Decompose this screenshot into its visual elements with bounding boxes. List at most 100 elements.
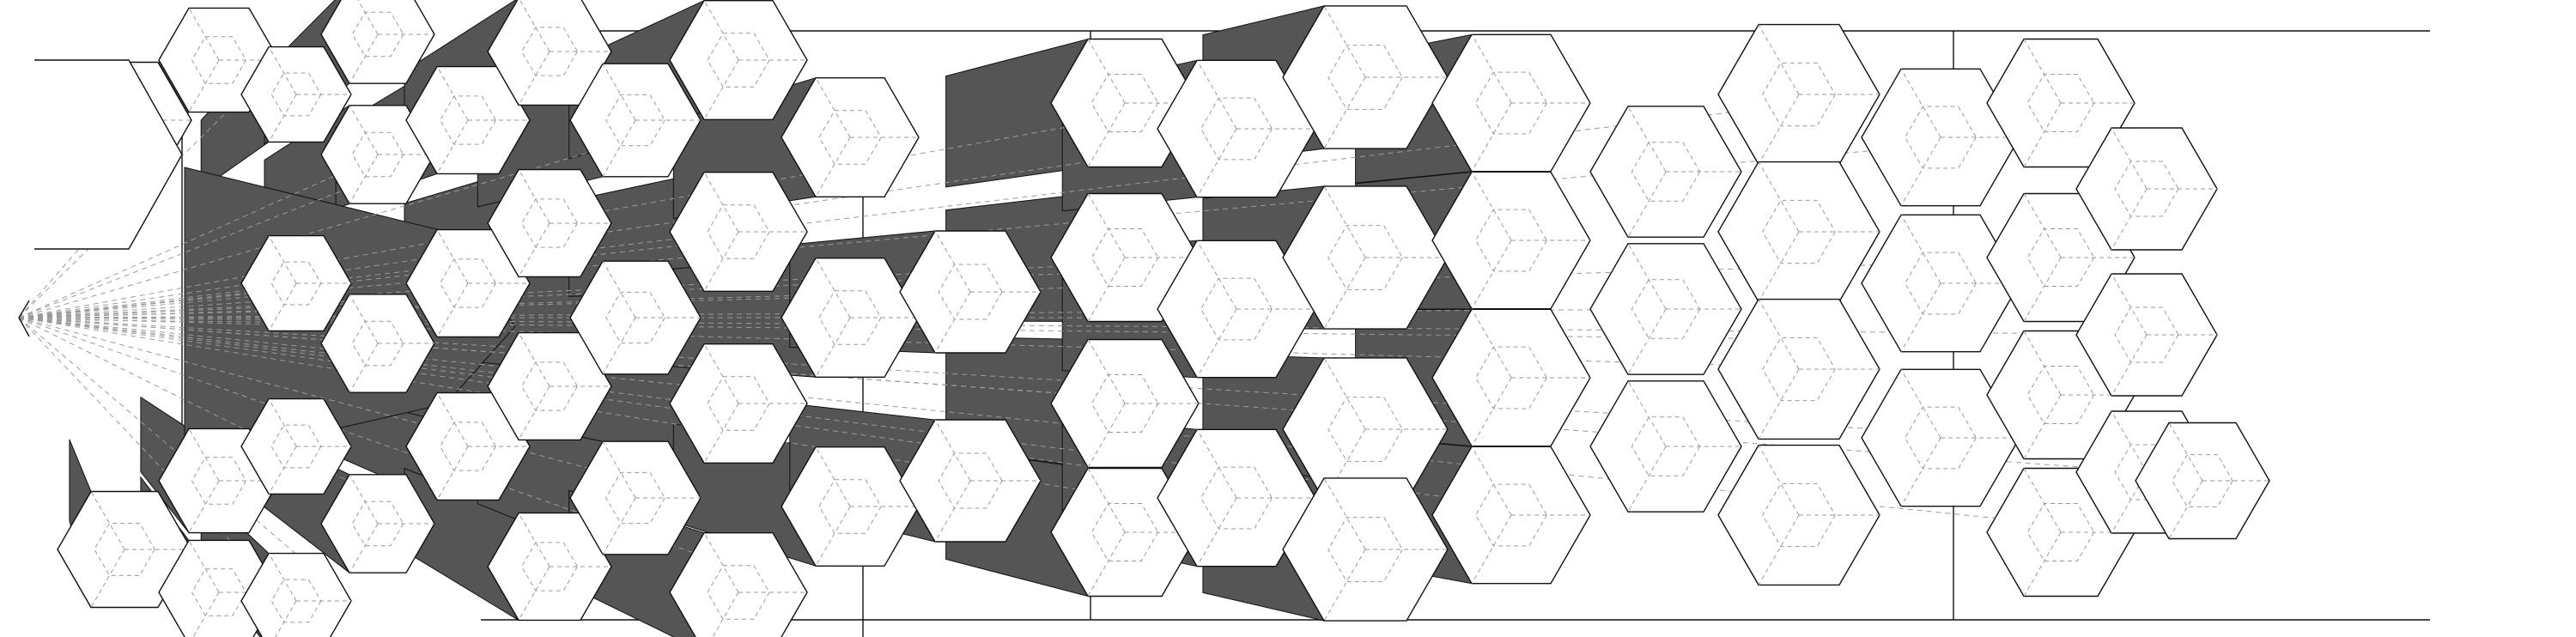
hexagon-11-inner <box>351 320 404 367</box>
hexagon-54-spoke-2 <box>1900 136 1941 206</box>
hexagon-9-inner <box>351 11 404 58</box>
hexagon-29-spoke-4 <box>815 446 851 507</box>
hexagon-5-inner <box>270 72 322 117</box>
hexagon-64-spoke-2 <box>2168 480 2203 539</box>
hexagon-25-spoke-2 <box>703 403 739 464</box>
hexagon-62-inner <box>2114 306 2179 363</box>
hexagon-9 <box>320 0 435 84</box>
hexagon-51-inner <box>1762 199 1836 264</box>
hexagon-19-spoke-2 <box>518 566 550 621</box>
hexagon-62-spoke-2 <box>2111 334 2148 397</box>
hexagon-26-inner <box>707 565 770 620</box>
hexagon-8 <box>240 552 352 637</box>
hexagon-56-spoke-4 <box>1900 369 1941 439</box>
hexagon-8-inner <box>270 579 322 623</box>
hexagon-54-inner <box>1905 106 1977 169</box>
hexagon-37-spoke-2 <box>1196 308 1237 378</box>
hexagon-29-spoke-2 <box>815 506 851 567</box>
hexagon-16-spoke-4 <box>519 0 550 52</box>
hexagon-12-inner <box>351 500 404 547</box>
hexagon-1-spoke-2 <box>90 549 125 608</box>
hexagon-36-inner <box>1200 97 1273 161</box>
hexagon-14-inner <box>440 258 496 308</box>
hexagon-10-spoke-4 <box>349 105 379 155</box>
hexagon-26-spoke-4 <box>703 532 739 593</box>
hexagon-39-spoke-4 <box>1323 5 1366 78</box>
hexagon-53-spoke-4 <box>1758 445 1800 516</box>
hexagon-18-inner <box>521 361 578 411</box>
hexagon-30-inner <box>938 264 1003 320</box>
hexagon-14-spoke-4 <box>436 229 469 284</box>
hexagon-29-inner <box>818 479 882 534</box>
hexagon-57-inner <box>2026 74 2095 132</box>
hexagon-55-spoke-2 <box>1900 282 1941 352</box>
hexagon-16-spoke-2 <box>518 51 550 106</box>
hexagon-52-spoke-4 <box>1758 299 1800 370</box>
hexagon-12-spoke-2 <box>349 523 379 573</box>
hexagon-45-spoke-4 <box>1471 309 1512 379</box>
hexagon-12-spoke-4 <box>349 474 379 525</box>
hexagon-63-spoke-4 <box>2111 410 2148 473</box>
hexagon-35-inner <box>1091 503 1159 561</box>
hexagon-36-spoke-2 <box>1196 128 1237 197</box>
hexagon-31-spoke-2 <box>934 480 971 543</box>
construction-line-32 <box>18 102 1200 318</box>
hexagon-27-inner <box>818 110 882 165</box>
hexagon-48-inner <box>1631 279 1701 339</box>
construction-line-62 <box>18 317 2218 336</box>
hexagon-17-inner <box>521 198 578 248</box>
hexagon-2-spoke-2 <box>188 59 220 112</box>
hexagon-49-inner <box>1631 416 1701 476</box>
hexagon-47-spoke-2 <box>1627 171 1667 238</box>
hexagon-3-inner <box>191 457 247 505</box>
hexagon-22-inner <box>605 471 665 525</box>
construction-line-12 <box>18 317 435 525</box>
hexagon-51-spoke-2 <box>1758 231 1800 302</box>
hexagon-42-inner <box>1327 517 1403 582</box>
hexagon-59-inner <box>2026 366 2095 424</box>
hexagon-56-inner <box>1905 406 1977 470</box>
hexagon-24-spoke-2 <box>703 231 739 292</box>
hexagon-45-spoke-2 <box>1471 377 1512 446</box>
hexagon-61-spoke-2 <box>2111 188 2148 251</box>
hexagon-24-inner <box>707 204 770 259</box>
hexagon-4-inner <box>191 568 247 616</box>
hexagon-49-spoke-4 <box>1627 380 1667 447</box>
hexagon-31-spoke-4 <box>934 419 971 482</box>
hexagon-7-spoke-2 <box>268 446 297 494</box>
hexagon-21-spoke-4 <box>602 260 636 318</box>
hexagon-23-spoke-4 <box>703 0 739 61</box>
hexagon-14-spoke-2 <box>436 282 469 337</box>
hexagon-31-inner <box>938 452 1003 509</box>
hexagon-48-spoke-4 <box>1627 243 1667 310</box>
hexagon-41-spoke-2 <box>1323 428 1366 501</box>
hexagon-15-spoke-2 <box>436 446 469 500</box>
hexagon-15-spoke-4 <box>436 392 469 447</box>
hexagon-40-inner <box>1327 225 1403 290</box>
hexagon-64-inner <box>2172 454 2233 507</box>
hexagon-7-spoke-4 <box>268 398 297 447</box>
hexagon-60-inner <box>2026 503 2095 561</box>
hexagon-46-spoke-4 <box>1471 446 1512 516</box>
hexagon-54-spoke-4 <box>1900 69 1941 138</box>
hexagon-19-inner <box>521 542 578 592</box>
hexagon-15-inner <box>440 422 496 471</box>
hexagon-43-inner <box>1475 71 1547 135</box>
hexagon-48-spoke-2 <box>1627 308 1667 375</box>
hexagon-6-spoke-4 <box>268 235 297 284</box>
hexagon-21-inner <box>605 291 665 344</box>
hexagon-61-inner <box>2114 161 2179 217</box>
hexagon-30-spoke-4 <box>934 230 971 293</box>
hexagon-28-inner <box>818 290 882 345</box>
hexagon-38-spoke-4 <box>1196 429 1237 499</box>
construction-line-18 <box>18 317 612 387</box>
hexagon-22-spoke-2 <box>602 497 636 555</box>
hexagon-26-spoke-2 <box>712 592 739 637</box>
hexagon-22-spoke-4 <box>602 440 636 499</box>
hexagon-40-spoke-4 <box>1323 185 1366 258</box>
hexagon-13-spoke-4 <box>436 66 469 121</box>
hexagon-41-inner <box>1327 397 1403 462</box>
hexagon-47-inner <box>1631 142 1701 202</box>
hexagon-5-spoke-4 <box>268 46 297 95</box>
